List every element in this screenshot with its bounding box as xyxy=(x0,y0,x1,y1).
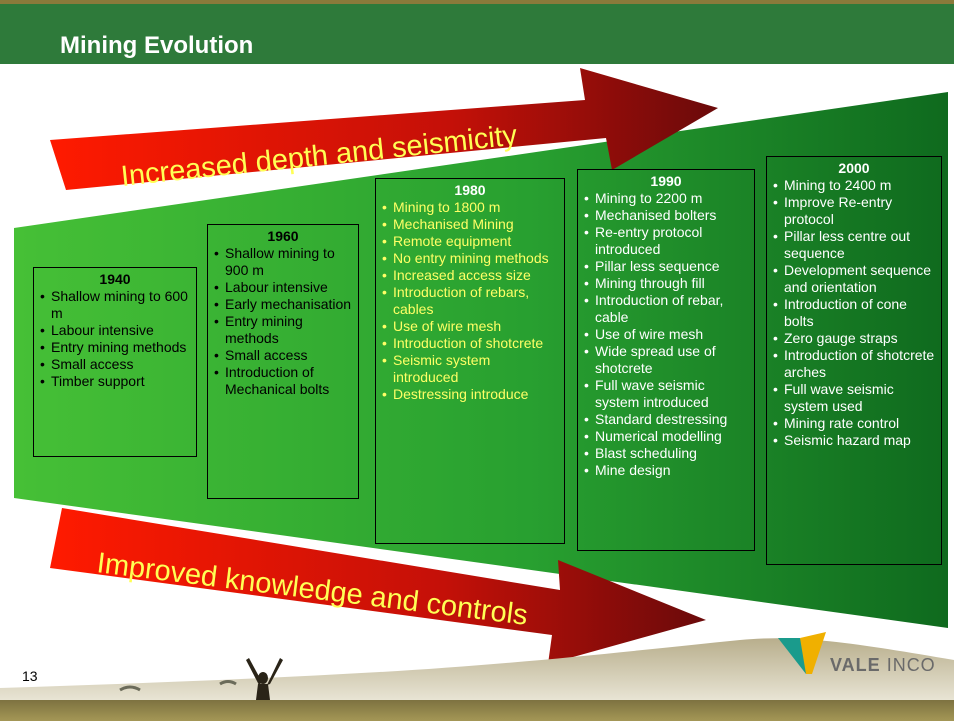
vale-logo-icon xyxy=(778,632,826,674)
list-item: Wide spread use of shotcrete xyxy=(584,343,748,377)
era-box-1960: 1960 Shallow mining to 900 m Labour inte… xyxy=(207,224,359,499)
era-box-1990: 1990 Mining to 2200 m Mechanised bolters… xyxy=(577,169,755,551)
list-item: Development sequence and orientation xyxy=(773,262,935,296)
list-item: Increased access size xyxy=(382,267,558,284)
bottom-arrow-shape xyxy=(50,508,706,664)
title-bar: Mining Evolution xyxy=(0,0,954,64)
page-number: 13 xyxy=(22,668,38,684)
list-item: Use of wire mesh xyxy=(382,318,558,335)
person-silhouette xyxy=(246,658,283,700)
logo-sub: INCO xyxy=(886,655,936,675)
distant-trees xyxy=(119,680,237,692)
list-item: Small access xyxy=(40,356,190,373)
list-item: Mine design xyxy=(584,462,748,479)
list-item: Mining through fill xyxy=(584,275,748,292)
era-year: 1940 xyxy=(99,271,131,287)
hill-silhouette xyxy=(0,638,954,700)
top-arrow-shape xyxy=(50,68,718,190)
page-title: Mining Evolution xyxy=(60,32,254,59)
list-item: Mining rate control xyxy=(773,415,935,432)
list-item: Mechanised bolters xyxy=(584,207,748,224)
list-item: Seismic hazard map xyxy=(773,432,935,449)
list-item: Shallow mining to 600 m xyxy=(40,288,190,322)
list-item: Introduction of cone bolts xyxy=(773,296,935,330)
list-item: Timber support xyxy=(40,373,190,390)
list-item: Pillar less centre out sequence xyxy=(773,228,935,262)
list-item: Small access xyxy=(214,347,352,364)
list-item: Blast scheduling xyxy=(584,445,748,462)
list-item: Re-entry protocol introduced xyxy=(584,224,748,258)
list-item: Shallow mining to 900 m xyxy=(214,245,352,279)
list-item: Introduction of Mechanical bolts xyxy=(214,364,352,398)
era-box-1940: 1940 Shallow mining to 600 m Labour inte… xyxy=(33,267,197,457)
list-item: Mining to 2400 m xyxy=(773,177,935,194)
list-item: No entry mining methods xyxy=(382,250,558,267)
list-item: Standard destressing xyxy=(584,411,748,428)
list-item: Mining to 1800 m xyxy=(382,199,558,216)
list-item: Use of wire mesh xyxy=(584,326,748,343)
vale-inco-logo: VALE INCO xyxy=(830,655,936,676)
list-item: Mining to 2200 m xyxy=(584,190,748,207)
era-year: 1980 xyxy=(454,182,486,198)
list-item: Seismic system introduced xyxy=(382,352,558,386)
era-year: 1990 xyxy=(650,173,682,189)
list-item: Labour intensive xyxy=(214,279,352,296)
era-year: 1960 xyxy=(267,228,299,244)
list-item: Full wave seismic system introduced xyxy=(584,377,748,411)
list-item: Introduction of shotcrete xyxy=(382,335,558,352)
era-year: 2000 xyxy=(838,160,870,176)
list-item: Mechanised Mining xyxy=(382,216,558,233)
era-box-2000: 2000 Mining to 2400 m Improve Re-entry p… xyxy=(766,156,942,565)
list-item: Remote equipment xyxy=(382,233,558,250)
list-item: Pillar less sequence xyxy=(584,258,748,275)
list-item: Improve Re-entry protocol xyxy=(773,194,935,228)
list-item: Entry mining methods xyxy=(214,313,352,347)
list-item: Destressing introduce xyxy=(382,386,558,403)
list-item: Zero gauge straps xyxy=(773,330,935,347)
list-item: Introduction of shotcrete arches xyxy=(773,347,935,381)
list-item: Numerical modelling xyxy=(584,428,748,445)
logo-brand: VALE xyxy=(830,655,881,675)
bottom-strip xyxy=(0,700,954,721)
list-item: Introduction of rebars, cables xyxy=(382,284,558,318)
list-item: Introduction of rebar, cable xyxy=(584,292,748,326)
list-item: Labour intensive xyxy=(40,322,190,339)
list-item: Entry mining methods xyxy=(40,339,190,356)
list-item: Full wave seismic system used xyxy=(773,381,935,415)
list-item: Early mechanisation xyxy=(214,296,352,313)
era-box-1980: 1980 Mining to 1800 m Mechanised Mining … xyxy=(375,178,565,544)
